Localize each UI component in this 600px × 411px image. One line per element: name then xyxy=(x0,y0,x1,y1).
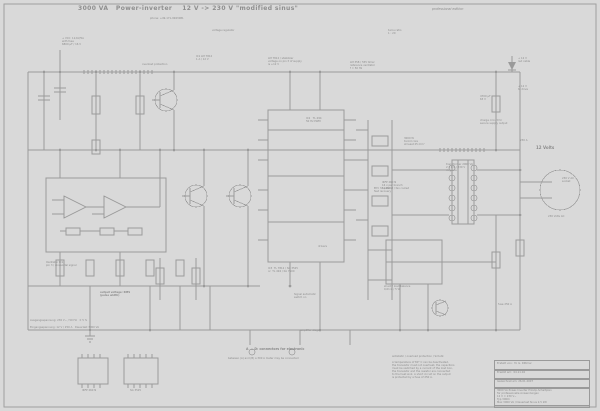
title-block-row-1-text: Erstellt von: M. G. Dittmer xyxy=(497,362,532,365)
title-block-row-2-text: Ersetzt am: 04.11.04 xyxy=(497,371,526,374)
drivers-label: drivers xyxy=(318,245,327,248)
plus12-b-label: + 12 V to drive xyxy=(518,85,528,91)
charge-note-label: charge circuit for secure supply output xyxy=(480,119,508,125)
title-block: Erstellt von: M. G. Dittmer Ersetzt am: … xyxy=(494,360,590,408)
title-block-row-4-text: 3000 VA Power-Inverter Prinzip-Schaltpla… xyxy=(497,389,552,404)
volts-230-label: 230 Volts AC xyxy=(548,215,565,218)
psu-top-left-label: + VCC 12,6V/5A with fuse 6800 µF / 16 V xyxy=(62,37,84,46)
chip2-label: SG 3525 xyxy=(130,389,142,392)
voltage-regulator-label: voltage regulator xyxy=(212,29,235,32)
title-block-row-2: Ersetzt am: 04.11.04 xyxy=(494,369,590,380)
connector-note-label: A ... D: connectors for electronic xyxy=(246,347,305,351)
volts-12-label: 12 Volts xyxy=(536,145,555,150)
current-230a-label: 230 A xyxy=(520,139,528,142)
mosfet-note-label: IRFP 260 N 16 x per branch heatsink / fa… xyxy=(382,181,410,190)
ic3-note-label: IC3 TL 7812 / SG 3525 or TL 494 / KA 750… xyxy=(268,267,298,273)
signal-switch-label: Signal automatic switch on xyxy=(294,293,316,299)
connector-note-2: between (A) and (B) a 300 A meter may be… xyxy=(228,357,299,360)
socket-note-label: 230 V AC socket xyxy=(562,177,574,183)
output-voltage-label: output voltage: RMS (pulse width) xyxy=(100,291,131,297)
chip1-label: IRFP 260 N xyxy=(82,389,97,392)
turns-note-label: turns ratio 1 : 20 xyxy=(388,29,402,35)
shunt-note-label: shunt / load balance 0,01 Ω / 5 W xyxy=(384,285,411,291)
plus12-a-label: + 12 V red cable xyxy=(518,57,531,63)
ic2-note-label: LM 7812 / stabilizer voltage on pin 3 of… xyxy=(268,57,302,66)
overload-protection-label: overload protection xyxy=(142,63,168,66)
edition-label: professional edition xyxy=(432,7,464,11)
title-block-row-1: Erstellt von: M. G. Dittmer xyxy=(494,360,590,371)
transformer-note-label: transformer 2000 VA 2 x 6 V / 230 V ring… xyxy=(446,163,474,172)
ic-osc-label: IC2 TL 494 50 Hz PWM xyxy=(306,117,322,123)
title-block-row-3-text: Gezeichnet am: 26.01.2007 xyxy=(497,380,534,383)
diode-note-label: BYV 32 / 200 V fast recovery xyxy=(374,187,394,193)
amp-note-label: amplifier stage xyxy=(300,329,320,332)
title-block-row-3: Gezeichnet am: 26.01.2007 xyxy=(494,378,590,389)
choke-note-label: 3000 W toroid core at least 25 mm² xyxy=(404,137,425,146)
sheet-subtitle: phone: +49-171-9943081 xyxy=(150,17,184,20)
spec-line-1: Ausgangsspannung: 230 V~ / 50 Hz ± 5 % xyxy=(30,319,88,322)
protection-note-label: antistatic / overload protection / Schut… xyxy=(392,355,455,379)
cap-note-label: 4700 µF 63 V xyxy=(480,95,491,101)
oscillator-note-label: Oszillator IC1 pin 3 / sinusoidal signal xyxy=(46,261,77,267)
spec-line-2: Eingangsspannung: 12 V / 250 A Dauerlast… xyxy=(30,326,100,329)
ic1-note-label: IC1 LM 7812 1 A / 12 V xyxy=(196,55,213,61)
fuse-note-label: fuse 250 A xyxy=(498,303,512,306)
sheet-title: 3000 VA Power-inverter 12 V -> 230 V "mo… xyxy=(78,5,299,12)
lm-ref-label: LM 358 / 555 timer reference oscillator … xyxy=(350,61,375,70)
title-block-row-4: 3000 VA Power-Inverter Prinzip-Schaltpla… xyxy=(494,387,590,408)
